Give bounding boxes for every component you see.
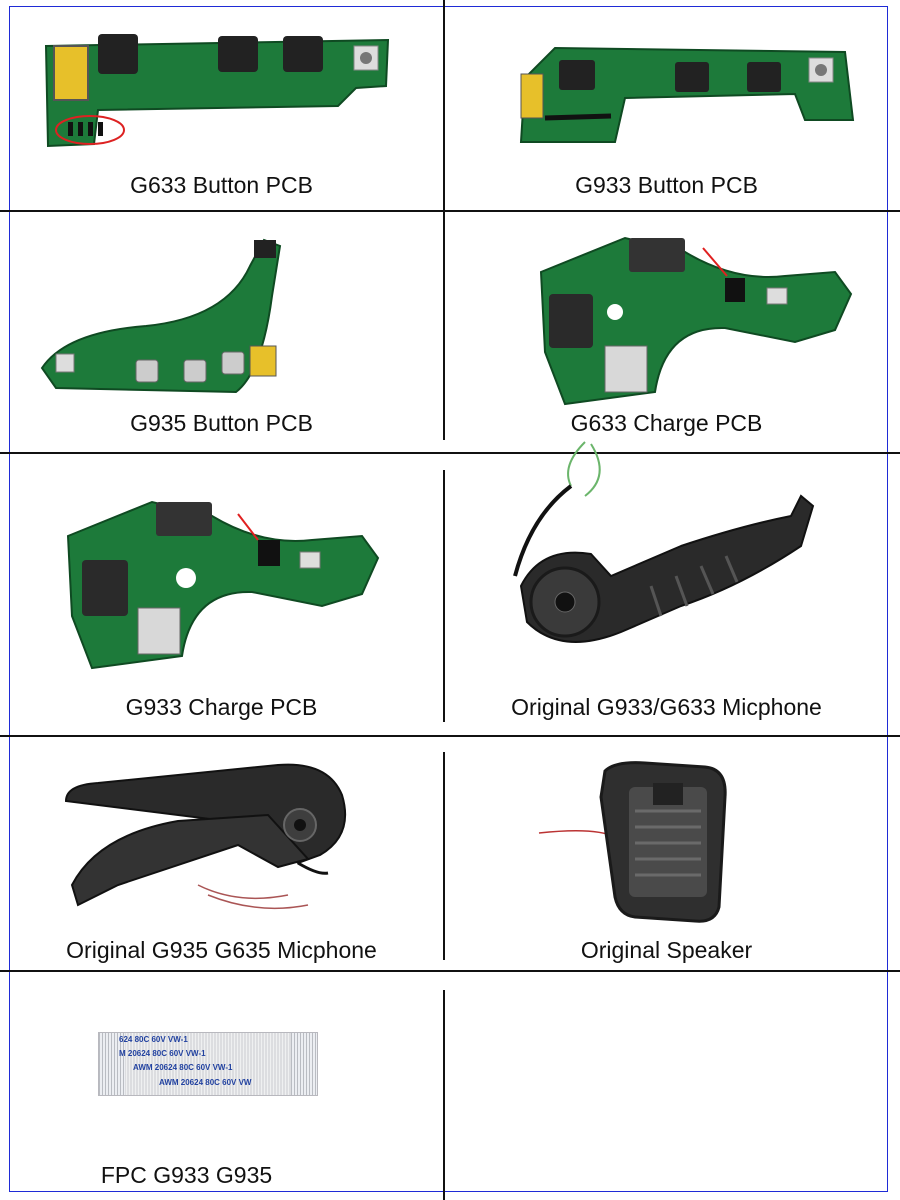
catalog-frame [9, 6, 888, 1192]
product-cell-g933-charge-pcb[interactable]: G933 Charge PCB [0, 454, 443, 722]
fpc-print-text: AWM 20624 80C 60V VW [159, 1078, 252, 1087]
grid-divider [0, 452, 900, 454]
grid-divider [443, 990, 445, 1200]
fpc-print-text: AWM 20624 80C 60V VW-1 [133, 1063, 233, 1072]
caption: G933 Button PCB [575, 172, 758, 198]
g633-charge-pcb-image [535, 232, 855, 410]
caption: G633 Charge PCB [570, 410, 763, 436]
empty-cell [445, 972, 888, 1192]
g935-g635-mic-image [58, 755, 358, 919]
grid-divider [443, 752, 445, 960]
caption: G633 Button PCB [130, 172, 313, 198]
g935-button-pcb-image [36, 236, 296, 398]
product-cell-g633-charge-pcb[interactable]: G633 Charge PCB [445, 212, 888, 440]
product-cell-fpc[interactable]: 624 80C 60V VW-1 M 20624 80C 60V VW-1 AW… [0, 972, 443, 1192]
grid-divider [0, 970, 900, 972]
caption: FPC G933 G935 [100, 1162, 273, 1188]
caption: G935 Button PCB [130, 410, 313, 436]
caption: Original Speaker [580, 937, 753, 963]
g933-charge-pcb-image [62, 496, 382, 672]
caption: G933 Charge PCB [125, 694, 318, 720]
g933-button-pcb-image [515, 38, 860, 144]
product-cell-g933-button-pcb[interactable]: G933 Button PCB [445, 0, 888, 210]
product-cell-speaker[interactable]: Original Speaker [445, 737, 888, 963]
product-cell-g933-g633-mic[interactable]: Original G933/G633 Micphone [445, 441, 888, 722]
speaker-image [535, 757, 735, 925]
product-cell-g935-g635-mic[interactable]: Original G935 G635 Micphone [0, 737, 443, 963]
grid-divider [443, 0, 445, 210]
fpc-ribbon-image: 624 80C 60V VW-1 M 20624 80C 60V VW-1 AW… [98, 1032, 318, 1096]
grid-divider [0, 735, 900, 737]
g633-button-pcb-image [38, 26, 398, 150]
product-cell-g633-button-pcb[interactable]: G633 Button PCB [0, 0, 443, 210]
caption: Original G935 G635 Micphone [66, 937, 377, 963]
product-cell-g935-button-pcb[interactable]: G935 Button PCB [0, 212, 443, 440]
fpc-print-text: M 20624 80C 60V VW-1 [119, 1049, 206, 1058]
grid-divider [443, 470, 445, 722]
fpc-print-text: 624 80C 60V VW-1 [119, 1035, 188, 1044]
grid-divider [0, 210, 900, 212]
grid-divider [443, 212, 445, 440]
caption: Original G933/G633 Micphone [511, 694, 822, 720]
g933-g633-mic-image [501, 436, 821, 672]
